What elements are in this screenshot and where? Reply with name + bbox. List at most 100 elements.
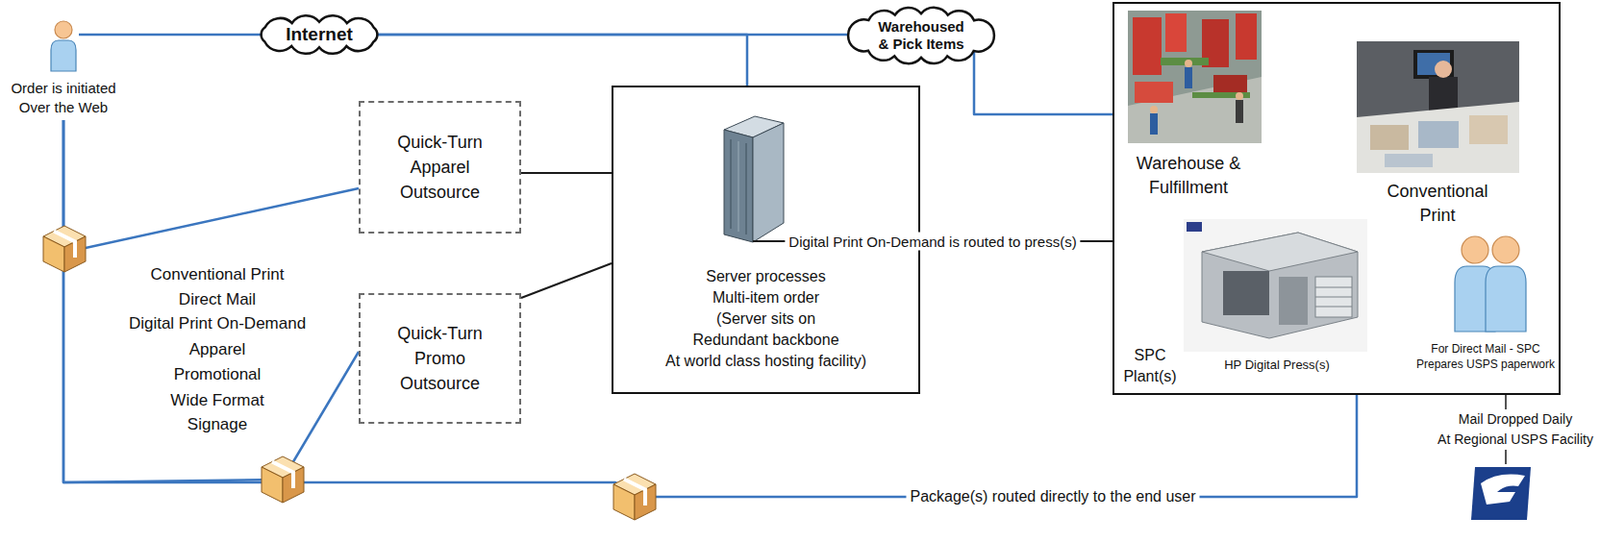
text-line: Outsource [397, 179, 482, 205]
text-line: Digital Print On-Demand [128, 313, 306, 335]
text-line: HP Digital Press(s) [1224, 357, 1330, 374]
text-line: Order is initiated [3, 78, 124, 99]
digital-press-picture [1183, 219, 1368, 352]
actor-icon [50, 21, 76, 72]
connector [521, 172, 612, 175]
warehouse-picture [1184, 59, 1193, 68]
digital-press-picture [1201, 232, 1358, 339]
connector [63, 120, 359, 483]
product-list-item: Conventional Print [149, 264, 287, 286]
warehouse-picture [1134, 81, 1174, 103]
text-line: Print [1386, 203, 1488, 228]
node-text: Server processes Multi-item order (Serve… [613, 266, 919, 373]
text-line: Internet [285, 24, 353, 46]
node-text: SPC Plant(s) [1114, 345, 1186, 388]
text-line: Apparel [189, 339, 247, 361]
connector [974, 35, 1113, 115]
product-list-item: Signage [185, 414, 250, 436]
connector-label: Package(s) routed directly to the end us… [905, 487, 1200, 507]
text-line: For Direct Mail - SPC [1416, 341, 1555, 357]
connector [63, 120, 1357, 498]
text-line: Quick-Turn [397, 321, 482, 347]
cloud-outline [848, 7, 995, 64]
connector [63, 120, 359, 253]
cloud-node: Internet [241, 9, 398, 60]
press-operator-picture [1370, 125, 1409, 150]
warehouse-picture [1150, 113, 1158, 135]
connector-label: Digital Print On-Demand is routed to pre… [784, 232, 1080, 251]
warehouse-picture [1213, 75, 1248, 93]
digital-press-picture [1201, 232, 1358, 272]
node-text: Quick-Turn Apparel Outsource [397, 129, 482, 205]
package-icon [613, 474, 656, 521]
people-icon [1492, 236, 1520, 264]
digital-press-picture [1315, 276, 1352, 318]
text-line: SPC [1114, 345, 1186, 367]
node-text: Internet [285, 24, 353, 46]
warehouse-picture [1235, 100, 1244, 124]
server-icon [724, 129, 753, 243]
text-line: Over the Web [3, 98, 124, 118]
text-line: Plant(s) [1114, 366, 1186, 388]
text-line: Multi-item order [613, 287, 919, 309]
server-icon [729, 139, 732, 229]
warehouse-picture [1127, 10, 1262, 144]
connector [521, 263, 612, 299]
outsource-box: Quick-Turn Apparel Outsource [358, 100, 522, 234]
digital-press-picture [1186, 222, 1202, 232]
text-line: (Server sits on [613, 308, 919, 330]
text-line: Warehouse & [1136, 151, 1241, 176]
warehouse-picture [1235, 92, 1244, 100]
picture-caption: Conventional Print [1384, 179, 1490, 228]
text-line: Conventional Print [150, 264, 285, 286]
actor-icon [50, 40, 76, 72]
server-icon [737, 141, 740, 232]
text-line: Warehoused [877, 18, 964, 36]
text-line: Server processes [613, 266, 919, 288]
package-icon [261, 456, 304, 503]
picture-caption: Warehouse & Fulfillment [1134, 151, 1243, 200]
text-line: Apparel [397, 154, 482, 180]
text-line: & Pick Items [877, 35, 964, 53]
outsource-box: Quick-Turn Promo Outsource [358, 293, 522, 425]
people-icon [1461, 236, 1489, 264]
node-text: Quick-Turn Promo Outsource [397, 321, 482, 397]
press-operator-picture [1434, 60, 1452, 78]
warehouse-picture [1127, 10, 1262, 144]
text-line: Quick-Turn [397, 129, 482, 155]
text-line: Redundant backbone [613, 329, 919, 351]
node-text: Warehoused & Pick Items [877, 18, 964, 53]
server-icon [745, 143, 748, 235]
digital-press-picture [1183, 219, 1368, 352]
product-list-item: Digital Print On-Demand [126, 313, 308, 335]
text-line: Promotional [174, 364, 262, 386]
text-line: Digital Print On-Demand is routed to pre… [788, 232, 1076, 251]
cloud-node: Warehoused & Pick Items [836, 1, 1006, 70]
product-list-item: Apparel [187, 339, 249, 361]
text-line: Package(s) routed directly to the end us… [909, 487, 1196, 507]
digital-press-picture [1315, 297, 1352, 299]
actor-icon [54, 21, 73, 39]
picture-caption: For Direct Mail - SPC Prepares USPS pape… [1414, 341, 1557, 373]
product-list-item: Direct Mail [176, 289, 258, 311]
cloud-outline [261, 15, 378, 54]
press-operator-picture [1418, 121, 1459, 149]
digital-press-picture [1315, 306, 1352, 308]
picture-caption: HP Digital Press(s) [1222, 357, 1332, 374]
press-operator-picture [1413, 50, 1454, 79]
node-text: Order is initiated Over the Web [3, 78, 124, 118]
press-operator-picture [1356, 101, 1520, 174]
digital-press-picture [1315, 287, 1352, 289]
text-line: At world class hosting facility) [613, 350, 919, 373]
warehouse-picture [1160, 57, 1209, 66]
text-line: At Regional USPS Facility [1437, 429, 1594, 450]
usps-logo [1471, 467, 1531, 521]
press-operator-picture [1356, 41, 1520, 174]
text-line: Promo [397, 346, 482, 372]
text-line: Signage [187, 414, 248, 436]
press-operator-picture [1469, 115, 1508, 145]
text-line: Prepares USPS paperwork [1416, 356, 1555, 373]
warehouse-picture [1184, 67, 1193, 89]
usps-logo [1480, 475, 1525, 505]
